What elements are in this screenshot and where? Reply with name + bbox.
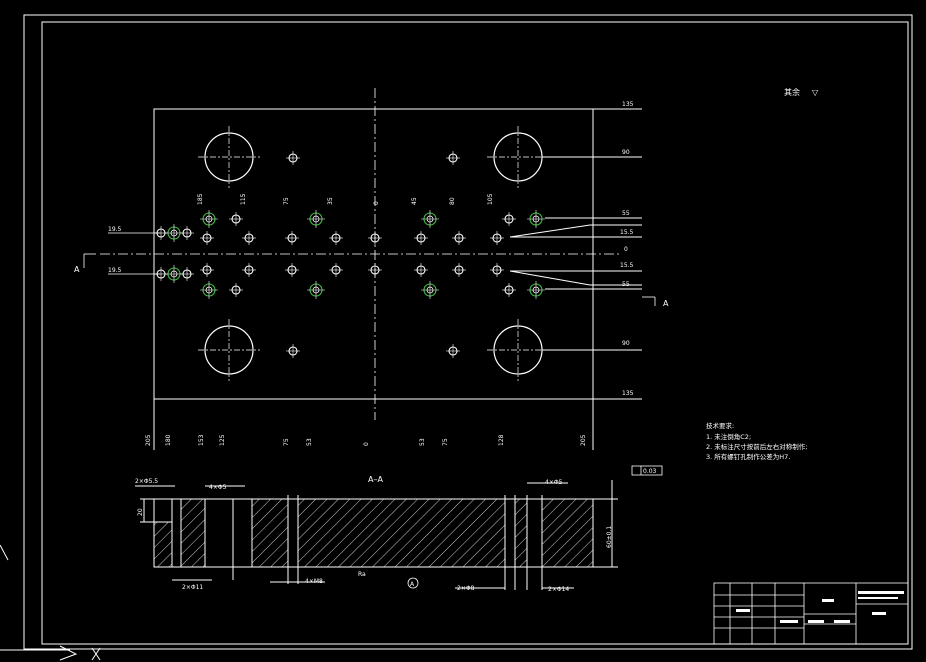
guide-hole-br <box>493 325 543 375</box>
tech-note-2: 2. 未标注尺寸按前后左右对称制作; <box>706 442 807 451</box>
dim-bv-8: 75 <box>442 438 449 446</box>
plan-view <box>153 108 642 450</box>
callout-5: 2×Φ8 <box>457 585 475 592</box>
dim-tv-2: 75 <box>283 197 290 205</box>
right-dimensions: 135 90 55 15.5 0 15.5 55 90 135 <box>620 101 634 397</box>
pin-hole-inner-8 <box>532 215 540 223</box>
inner-frame <box>41 21 909 645</box>
section-view <box>135 480 618 590</box>
pin-hole-inner-9 <box>532 286 540 294</box>
bottom-vertical-dimensions: 205 180 153 125 75 53 0 53 75 128 205 <box>145 434 587 446</box>
section-hatch-3 <box>251 498 289 568</box>
dim-tv-1: 115 <box>240 193 247 205</box>
pin-hole-inner-7 <box>426 286 434 294</box>
dim-r-5: 15.5 <box>620 262 634 269</box>
dim-bv-6: 0 <box>363 442 370 446</box>
dim-bv-4: 75 <box>283 438 290 446</box>
title-block-fill <box>736 591 904 623</box>
callout-3: 2×Φ11 <box>182 584 203 591</box>
dim-r-7: 90 <box>622 340 630 347</box>
center-lines <box>100 88 620 420</box>
small-holes <box>154 151 545 358</box>
dim-r-6: 55 <box>622 281 630 288</box>
section-mark-left: A <box>74 265 80 274</box>
outer-frame <box>23 14 913 650</box>
dim-bv-10: 205 <box>580 434 587 446</box>
left-dimensions <box>83 232 656 306</box>
left-height-dimension: 20 <box>137 508 144 516</box>
pin-hole-inner-0 <box>170 229 178 237</box>
dim-r-2: 55 <box>622 210 630 217</box>
tech-note-1: 1. 未注倒角C2; <box>706 432 751 441</box>
dim-tv-7: 105 <box>487 193 494 205</box>
surface-finish-note: 其余 ▽ <box>784 87 819 97</box>
callout-7: 2×Φ14 <box>548 586 569 593</box>
flatness-box <box>631 465 663 476</box>
finish-mark: Ra <box>358 571 366 578</box>
dim-r-1: 90 <box>622 149 630 156</box>
top-vertical-dimensions: 185 115 75 35 0 45 80 105 <box>197 193 494 205</box>
title-block <box>713 582 909 645</box>
callout-1: 2×Φ5.5 <box>135 478 158 485</box>
section-hatch-5 <box>541 498 594 568</box>
guide-hole-tr <box>493 132 543 182</box>
section-hatch-4 <box>297 498 506 568</box>
height-dimension: 60±0.1 <box>606 526 613 548</box>
dim-bv-5: 53 <box>306 438 313 446</box>
section-hatch-6 <box>514 498 528 568</box>
section-hatch-2 <box>180 498 206 568</box>
dim-tv-5: 45 <box>411 197 418 205</box>
technical-notes: 技术要求: 1. 未注倒角C2; 2. 未标注尺寸按前后左右对称制作; 3. 所… <box>706 421 807 461</box>
pin-hole-inner-4 <box>312 215 320 223</box>
dim-bv-9: 128 <box>498 434 505 446</box>
pin-hole-inner-6 <box>426 215 434 223</box>
dim-tv-3: 35 <box>327 197 334 205</box>
datum-circle <box>407 577 419 589</box>
dim-tv-4: 0 <box>373 201 380 205</box>
dim-tv-6: 80 <box>449 197 456 205</box>
dim-bv-3: 125 <box>219 434 226 446</box>
tech-note-3: 3. 所有螺钉孔制作公差为H7. <box>706 452 790 461</box>
dim-r-0: 135 <box>622 101 634 108</box>
section-hatch-1 <box>153 521 173 568</box>
guide-hole-tl <box>204 132 254 182</box>
dim-r-4: 0 <box>624 246 628 253</box>
pin-hole-inner-2 <box>205 215 213 223</box>
dim-l-0: 19.5 <box>108 226 122 233</box>
pin-hole-inner-1 <box>170 270 178 278</box>
pin-hole-inner-5 <box>312 286 320 294</box>
dim-l-1: 19.5 <box>108 267 122 274</box>
dim-r-3: 15.5 <box>620 229 634 236</box>
ucs-icon <box>0 544 101 661</box>
dim-r-8: 135 <box>622 390 634 397</box>
dim-tv-0: 185 <box>197 193 204 205</box>
callout-6: 4×Φ5 <box>545 479 563 486</box>
callout-4: 4×M8 <box>305 578 323 585</box>
guide-hole-bl <box>204 325 254 375</box>
surface-finish-symbol: ▽ <box>812 88 819 97</box>
flatness-value: 0.03 <box>643 468 657 475</box>
dim-bv-1: 180 <box>165 434 172 446</box>
callout-2: 4×Φ5 <box>209 484 227 491</box>
datum-label: A <box>410 581 415 588</box>
tech-notes-title: 技术要求: <box>706 421 734 430</box>
pin-hole-inner-3 <box>205 286 213 294</box>
guide-holes <box>204 132 543 375</box>
section-title: A–A <box>368 475 383 484</box>
dim-bv-7: 53 <box>419 438 426 446</box>
dim-bv-2: 153 <box>198 434 205 446</box>
surface-finish-text: 其余 <box>784 87 800 97</box>
section-mark-right: A <box>663 299 669 308</box>
dim-bv-0: 205 <box>145 434 152 446</box>
